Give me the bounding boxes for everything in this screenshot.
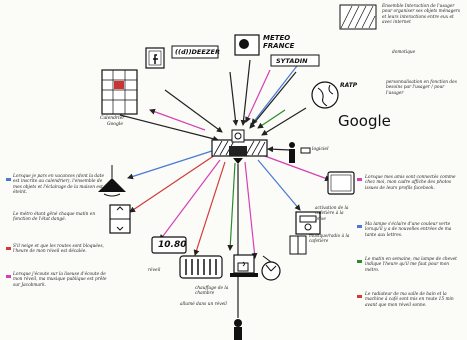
reveil-note: réveil xyxy=(148,268,161,273)
bedside-lamp-icon xyxy=(261,255,281,281)
coffee-machine-icon xyxy=(230,254,258,277)
meteo-france-icon xyxy=(234,34,260,56)
logiciel-label: logiciel xyxy=(312,147,329,152)
calendar-label-2: Google xyxy=(107,122,123,127)
hub-arrows-in xyxy=(119,59,307,153)
swatch-red-left xyxy=(6,247,11,250)
logiciel-person-icon xyxy=(289,142,295,163)
heater-icon xyxy=(179,255,223,279)
swatch-blue-left xyxy=(6,178,11,181)
ratp-globe-icon xyxy=(311,81,339,109)
central-hub-device xyxy=(211,129,268,164)
legend-step-personnalisation: personnalisation en fonction des besoins… xyxy=(386,80,457,96)
radio-note: musique/radio à la cafetière xyxy=(309,234,350,245)
radio-device-icon xyxy=(289,211,321,255)
note-musique: Lorsque j'écoute sur la liseuse d'écoute… xyxy=(13,272,107,288)
google-label: Google xyxy=(338,112,391,130)
legend-hatched-box xyxy=(339,4,377,30)
cafe-note: activation de la cafetière à la prise xyxy=(315,206,349,222)
meteo-label-1: METEO xyxy=(263,34,291,42)
chauffage-note: chauffage de la chambre xyxy=(195,286,229,297)
legend-description: Ensemble Interaction de l'usager pour or… xyxy=(382,4,461,26)
swatch-green-right xyxy=(357,260,362,263)
deezer-label: ((d))DEEZER xyxy=(175,48,220,56)
note-neige: S'il neige et que les routes sont bloqué… xyxy=(13,244,104,255)
note-radiateur: Le radiateur de ma salle de bain et la m… xyxy=(365,292,454,308)
allume-reveil-note: allumé dans un réveil xyxy=(180,302,227,307)
calendar-label-1: Calendrier xyxy=(100,116,125,121)
swatch-pink-right xyxy=(357,178,362,181)
colored-connections xyxy=(127,61,331,259)
logiciel-box xyxy=(300,147,311,154)
radiator-icon xyxy=(109,204,131,234)
note-matin: Le matin en semaine, ma lampe de chevet … xyxy=(365,257,457,273)
swatch-red-right xyxy=(357,295,362,298)
meteo-label-2: FRANCE xyxy=(263,42,295,50)
note-amis: Lorsque mes amis sont connectés comme ch… xyxy=(365,175,456,191)
legend-step-domotique: domotique xyxy=(392,50,416,55)
note-lampe-verte: Ma lampe s'éclaire d'une couleur verte l… xyxy=(365,222,452,238)
alarm-clock-icon xyxy=(151,236,187,254)
swatch-pink-left xyxy=(6,275,11,278)
ratp-label: RATP xyxy=(340,82,358,89)
sytadin-label: SYTADIN xyxy=(276,57,308,65)
note-metro: Le métro étant gêné chaque matin en fonc… xyxy=(13,212,96,223)
note-vacances: Lorsque je pars en vacances (dont la dat… xyxy=(13,174,104,196)
photo-frame-icon xyxy=(327,171,355,195)
person-icon xyxy=(234,319,242,340)
sytadin-box xyxy=(270,54,320,67)
facebook-icon xyxy=(145,47,165,69)
ceiling-lamp-icon xyxy=(98,165,126,197)
swatch-blue-right xyxy=(357,225,362,228)
calendar-icon xyxy=(101,69,138,115)
clock-display: 10.80 xyxy=(158,240,187,250)
deezer-box xyxy=(171,45,219,59)
